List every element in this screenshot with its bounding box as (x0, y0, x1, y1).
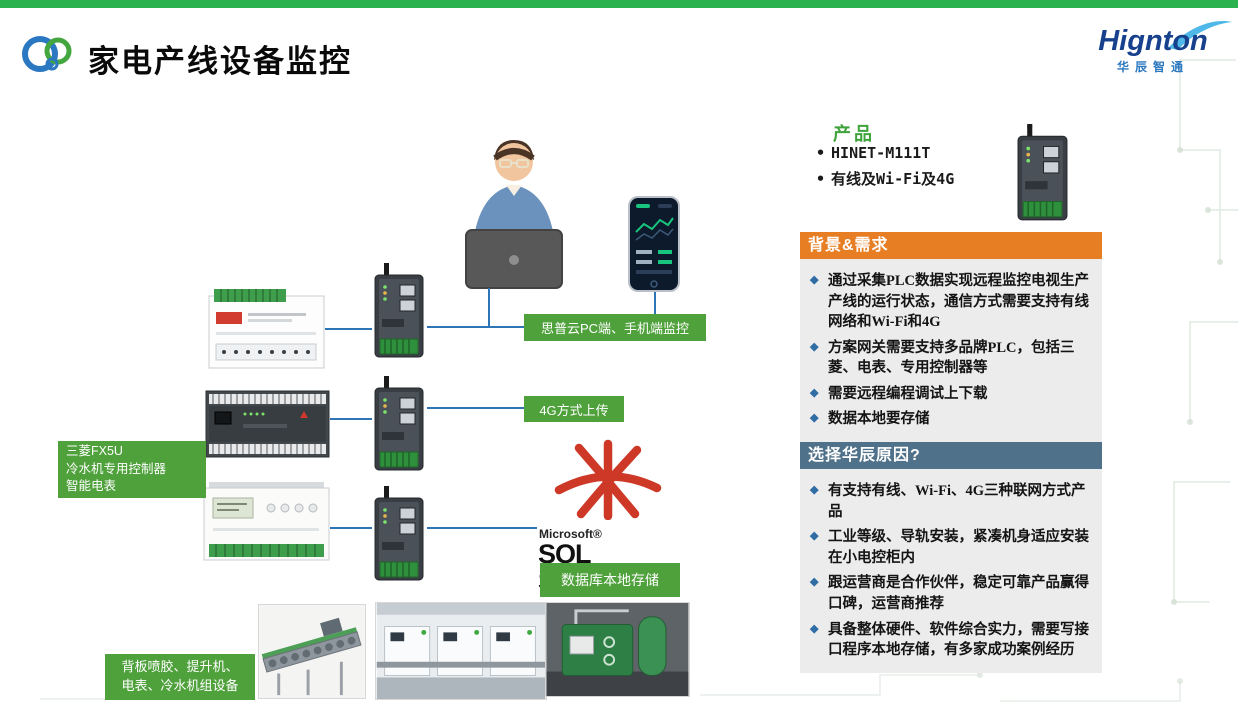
label-db-local-storage-text: 数据库本地存储 (561, 572, 659, 588)
reason-item-1-text: 有支持有线、Wi-Fi、4G三种联网方式产品 (828, 483, 1086, 520)
product-item-2-text: 有线及Wi-Fi及4G (831, 170, 955, 188)
label-plc-line-3: 智能电表 (66, 479, 117, 494)
background-item-1-text: 通过采集PLC数据实现远程监控电视生产产线的运行状态，通信方式需要支持有线网络和… (828, 273, 1089, 331)
label-plc-devices: 三菱FX5U 冷水机专用控制器 智能电表 (58, 441, 206, 498)
product-gateway-photo (1017, 124, 1068, 221)
diamond-bullet-icon: ◆ (810, 340, 819, 353)
background-item-4: ◆ 数据本地要存储 (808, 409, 1094, 430)
reason-item-3-text: 跟运营商是合作伙伴，稳定可靠产品赢得口碑，运营商推荐 (828, 575, 1089, 612)
product-item-1: • HINET-M111T (816, 144, 930, 162)
connector-line (427, 326, 524, 328)
label-4g-upload-text: 4G方式上传 (539, 402, 609, 418)
mitsubishi-fx5u-plc (205, 390, 330, 458)
company-cloud-logo-icon (22, 36, 72, 72)
label-plc-line-2: 冷水机专用控制器 (66, 461, 167, 476)
bullet-dot-icon: • (816, 144, 826, 162)
photo-conveyor-equipment (258, 604, 366, 699)
reason-item-1: ◆ 有支持有线、Wi-Fi、4G三种联网方式产品 (808, 481, 1094, 522)
label-equipment-line-1: 背板喷胶、提升机、 (121, 659, 239, 675)
diamond-bullet-icon: ◆ (810, 622, 819, 635)
reason-item-2-text: 工业等级、导轨安装，紧凑机身适应安装在小电控柜内 (828, 529, 1089, 566)
label-plc-line-1: 三菱FX5U (66, 444, 123, 459)
connector-line (654, 292, 656, 314)
reason-list: ◆ 有支持有线、Wi-Fi、4G三种联网方式产品 ◆ 工业等级、导轨安装，紧凑机… (800, 469, 1102, 673)
label-equipment: 背板喷胶、提升机、 电表、冷水机组设备 (105, 654, 255, 700)
hinet-gateway-device-3 (374, 486, 424, 581)
background-item-2: ◆ 方案网关需要支持多品牌PLC，包括三菱、电表、专用控制器等 (808, 338, 1094, 379)
page-title: 家电产线设备监控 (88, 44, 352, 79)
label-db-local-storage: 数据库本地存储 (540, 563, 680, 597)
diamond-bullet-icon: ◆ (810, 386, 819, 399)
connector-line (427, 407, 524, 409)
background-item-2-text: 方案网关需要支持多品牌PLC，包括三菱、电表、专用控制器等 (828, 339, 1075, 377)
product-item-1-text: HINET-M111T (831, 144, 931, 162)
photo-chiller-unit (545, 602, 690, 697)
reason-item-2: ◆ 工业等级、导轨安装，紧凑机身适应安装在小电控柜内 (808, 527, 1094, 568)
top-accent-bar (0, 0, 1238, 8)
din-rail-meter-device (208, 289, 325, 369)
background-needs-header: 背景&需求 (800, 232, 1102, 259)
reason-header: 选择华辰原因? (800, 442, 1102, 470)
connector-line (330, 527, 372, 529)
diamond-bullet-icon: ◆ (810, 576, 819, 589)
background-needs-list: ◆ 通过采集PLC数据实现远程监控电视生产产线的运行状态，通信方式需要支持有线网… (800, 259, 1102, 443)
background-item-3-text: 需要远程编程调试上下载 (828, 385, 988, 402)
product-item-2: • 有线及Wi-Fi及4G (816, 168, 954, 189)
photo-smt-production-line (375, 602, 547, 700)
reason-item-4: ◆ 具备整体硬件、软件综合实力，需要写接口程序本地存储，有多家成功案例经历 (808, 620, 1094, 661)
diamond-bullet-icon: ◆ (810, 530, 819, 543)
product-heading: 产品 (833, 124, 875, 144)
connector-line (325, 328, 372, 330)
brand-name: Hignton (1098, 25, 1208, 57)
hinet-gateway-device-2 (374, 376, 424, 471)
connector-line (488, 288, 490, 328)
info-panel: 背景&需求 ◆ 通过采集PLC数据实现远程监控电视生产产线的运行状态，通信方式需… (800, 232, 1102, 673)
label-equipment-line-2: 电表、冷水机组设备 (121, 678, 239, 693)
hinet-gateway-device-1 (374, 263, 424, 358)
label-4g-upload: 4G方式上传 (524, 396, 624, 422)
energy-meter-device (203, 482, 330, 561)
reason-item-4-text: 具备整体硬件、软件综合实力，需要写接口程序本地存储，有多家成功案例经历 (828, 621, 1089, 659)
brand-logo: Hignton 华辰智通 (1078, 21, 1232, 75)
background-item-1: ◆ 通过采集PLC数据实现远程监控电视生产产线的运行状态，通信方式需要支持有线网… (808, 271, 1094, 333)
operator-person-illustration (465, 140, 563, 289)
label-cloud-monitor: 思普云PC端、手机端监控 (524, 314, 706, 341)
diamond-bullet-icon: ◆ (810, 274, 819, 286)
reason-item-3: ◆ 跟运营商是合作伙伴，稳定可靠产品赢得口碑，运营商推荐 (808, 573, 1094, 614)
bullet-dot-icon: • (816, 170, 826, 188)
background-item-3: ◆ 需要远程编程调试上下载 (808, 384, 1094, 405)
brand-swoosh-icon (1168, 21, 1232, 50)
sql-microsoft-label: Microsoft® (539, 527, 602, 541)
label-cloud-monitor-text: 思普云PC端、手机端监控 (540, 321, 690, 336)
diamond-bullet-icon: ◆ (810, 484, 819, 497)
background-item-4-text: 数据本地要存储 (828, 411, 930, 428)
sql-server-glyph-icon (554, 439, 662, 521)
brand-subtitle: 华辰智通 (1116, 60, 1189, 75)
connector-line (330, 418, 372, 420)
mobile-phone-app (628, 196, 680, 292)
connector-line (427, 527, 537, 529)
diamond-bullet-icon: ◆ (810, 412, 819, 425)
